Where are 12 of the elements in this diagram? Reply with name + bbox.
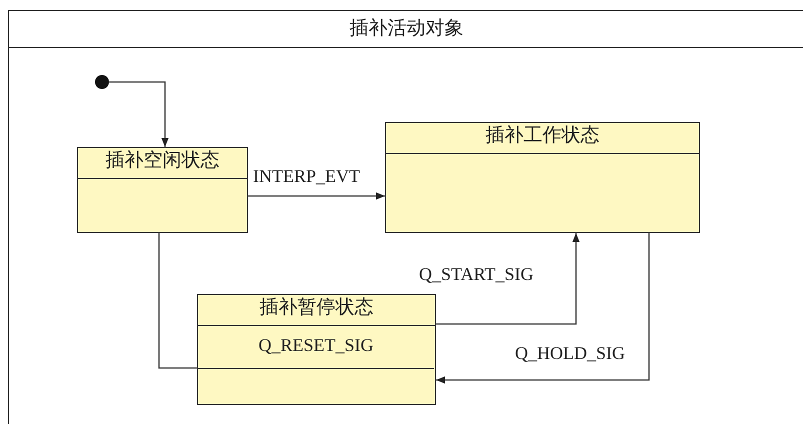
arrow — [436, 233, 650, 384]
connector-line — [158, 233, 197, 369]
state-box: 插补空闲状态 — [77, 147, 248, 233]
arrow — [248, 192, 385, 200]
state-action: Q_RESET_SIG — [198, 325, 434, 369]
state-box: 插补暂停状态 Q_RESET_SIG — [197, 294, 436, 405]
initial-state-dot — [95, 75, 109, 89]
arrow — [436, 233, 580, 325]
arrow — [109, 81, 169, 147]
frame — [8, 10, 803, 424]
frame-title: 插补活动对象 — [9, 11, 803, 48]
state-box: 插补工作状态 — [385, 122, 700, 233]
